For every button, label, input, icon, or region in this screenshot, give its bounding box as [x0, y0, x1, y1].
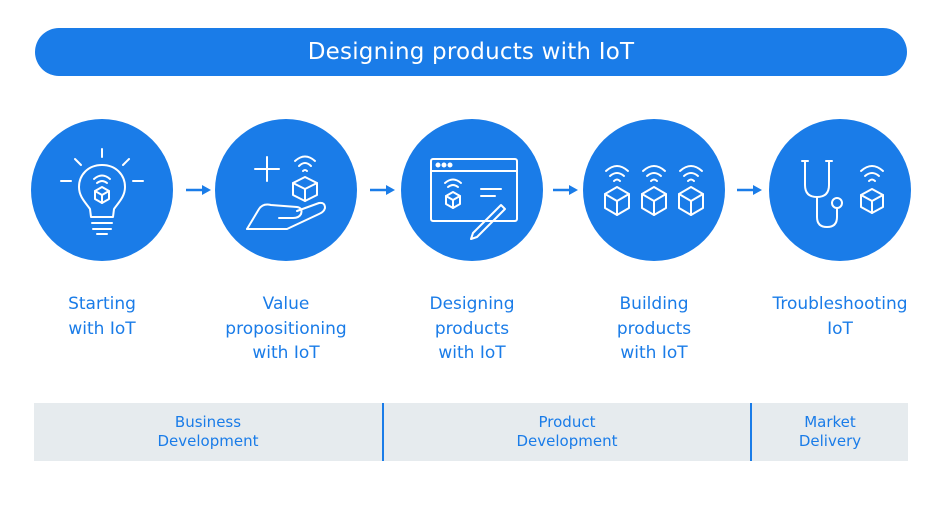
arrow-right-icon — [370, 184, 396, 196]
phase-market-delivery: Market Delivery — [798, 412, 862, 451]
step-label: Building products with IoT — [616, 294, 692, 363]
arrow-right-icon — [553, 184, 579, 196]
arrow-right-icon — [737, 184, 763, 196]
cubes-wifi-icon — [604, 165, 704, 216]
step-troubleshooting: Troubleshooting IoT — [750, 119, 930, 379]
step-value-propositioning: Value propositioning with IoT — [196, 119, 376, 379]
step-building: Building products with IoT — [564, 119, 744, 379]
step-label: Designing products with IoT — [429, 294, 515, 363]
phase-divider — [750, 403, 752, 461]
browser-design-icon — [430, 158, 518, 240]
diagram-title: Designing products with IoT — [35, 28, 907, 76]
step-circle — [401, 119, 543, 261]
hand-cube-icon — [246, 155, 326, 230]
step-circle — [31, 119, 173, 261]
step-circle — [215, 119, 357, 261]
stethoscope-icon — [801, 160, 884, 228]
phase-divider — [382, 403, 384, 461]
phase-bar: Business Development Product Development… — [34, 403, 908, 461]
phase-product-development: Product Development — [516, 412, 618, 451]
step-starting: Starting with IoT — [12, 119, 192, 379]
step-circle — [769, 119, 911, 261]
step-designing: Designing products with IoT — [382, 119, 562, 379]
step-label: Troubleshooting IoT — [772, 294, 908, 339]
lightbulb-iot-icon — [60, 148, 144, 235]
arrow-right-icon — [186, 184, 212, 196]
step-label: Value propositioning with IoT — [225, 294, 347, 363]
phase-business-development: Business Development — [157, 412, 259, 451]
step-label: Starting with IoT — [68, 294, 136, 339]
step-circle — [583, 119, 725, 261]
